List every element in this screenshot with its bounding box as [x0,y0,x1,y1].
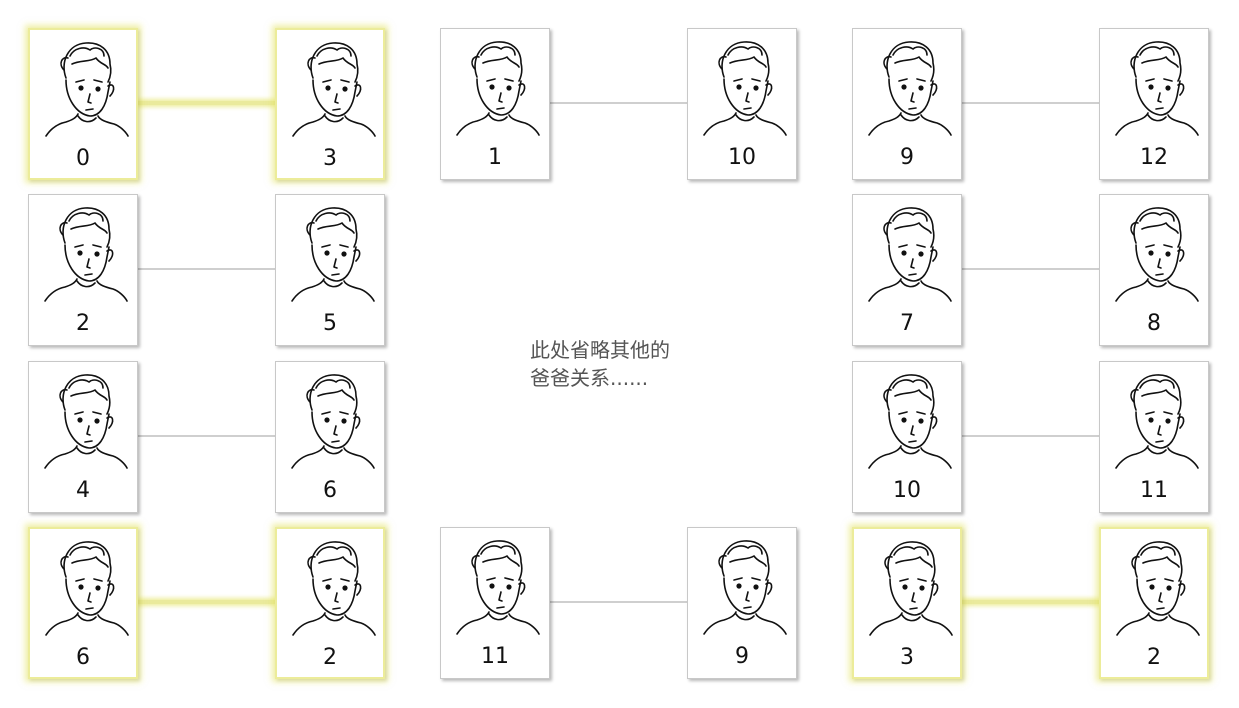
person-sketch-icon [287,34,377,138]
person-card-parent: 9 [687,527,797,679]
parent-link-line [138,268,275,270]
parent-link-line [138,101,275,105]
person-number-label: 11 [1100,478,1208,503]
parent-link-line [962,600,1099,604]
person-number-label: 10 [688,145,796,170]
person-sketch-icon [1110,366,1200,470]
person-card-parent: 11 [1099,361,1209,513]
person-sketch-icon [1110,199,1200,303]
person-sketch-icon [287,533,377,637]
person-card-parent: 6 [275,361,385,513]
person-sketch-icon [40,34,130,138]
parent-link-line [550,601,687,603]
person-sketch-icon [864,533,954,637]
person-sketch-icon [863,33,953,137]
person-card-parent: 3 [275,28,385,180]
person-card-child: 4 [28,361,138,513]
person-number-label: 10 [853,478,961,503]
person-number-label: 9 [688,644,796,669]
person-card-child: 0 [28,28,138,180]
person-number-label: 12 [1100,145,1208,170]
person-sketch-icon [286,366,376,470]
person-number-label: 6 [276,478,384,503]
person-sketch-icon [863,199,953,303]
person-number-label: 3 [277,146,383,171]
person-card-child: 11 [440,527,550,679]
person-card-parent: 8 [1099,194,1209,346]
person-card-child: 10 [852,361,962,513]
parent-link-line [550,102,687,104]
person-number-label: 7 [853,311,961,336]
person-card-child: 2 [28,194,138,346]
person-number-label: 0 [30,146,136,171]
person-sketch-icon [451,532,541,636]
parent-link-line [138,435,275,437]
person-sketch-icon [698,532,788,636]
person-sketch-icon [451,33,541,137]
person-number-label: 1 [441,145,549,170]
person-number-label: 4 [29,478,137,503]
parent-link-line [962,102,1099,104]
person-number-label: 8 [1100,311,1208,336]
person-card-parent: 2 [275,527,385,679]
person-number-label: 5 [276,311,384,336]
person-sketch-icon [286,199,376,303]
person-sketch-icon [39,366,129,470]
parent-link-line [962,435,1099,437]
person-sketch-icon [40,533,130,637]
person-card-parent: 10 [687,28,797,180]
person-number-label: 3 [854,645,960,670]
person-sketch-icon [698,33,788,137]
note-line-2: 爸爸关系...... [530,364,790,392]
person-sketch-icon [1111,533,1201,637]
person-card-parent: 2 [1099,527,1209,679]
person-number-label: 6 [30,645,136,670]
parent-link-line [962,268,1099,270]
person-card-child: 9 [852,28,962,180]
person-number-label: 2 [29,311,137,336]
person-card-parent: 12 [1099,28,1209,180]
person-number-label: 2 [1101,645,1207,670]
person-number-label: 9 [853,145,961,170]
person-card-child: 1 [440,28,550,180]
person-number-label: 2 [277,645,383,670]
person-sketch-icon [39,199,129,303]
parent-link-line [138,600,275,604]
person-card-child: 7 [852,194,962,346]
note-line-1: 此处省略其他的 [530,336,790,364]
person-number-label: 11 [441,644,549,669]
person-card-child: 3 [852,527,962,679]
person-card-parent: 5 [275,194,385,346]
person-sketch-icon [863,366,953,470]
person-card-child: 6 [28,527,138,679]
omitted-relations-note: 此处省略其他的 爸爸关系...... [530,336,790,392]
person-sketch-icon [1110,33,1200,137]
